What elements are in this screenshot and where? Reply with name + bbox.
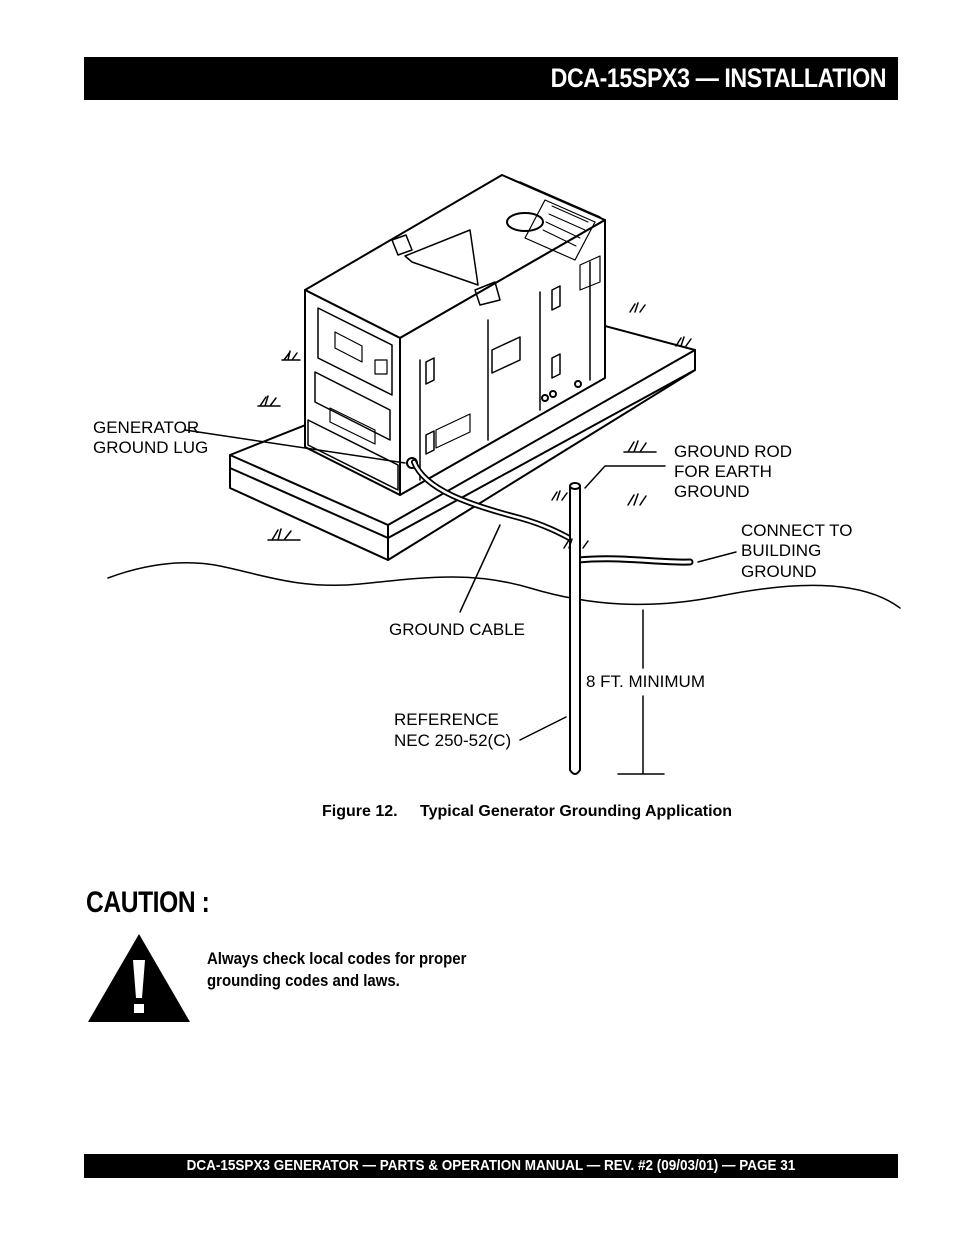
label-connect-1: CONNECT TO bbox=[741, 521, 852, 540]
caption-title: Typical Generator Grounding Application bbox=[420, 803, 733, 820]
label-ground-rod-2: FOR EARTH bbox=[674, 462, 772, 481]
label-reference-2: NEC 250-52(C) bbox=[394, 731, 511, 750]
label-ground-rod-1: GROUND ROD bbox=[674, 442, 792, 461]
caution-line-1: Always check local codes for proper bbox=[207, 949, 467, 968]
label-minimum: 8 FT. MINIMUM bbox=[586, 672, 705, 691]
label-connect-2: BUILDING bbox=[741, 541, 821, 560]
warning-triangle-icon bbox=[88, 934, 190, 1022]
generator-unit bbox=[304, 174, 606, 496]
label-ground-cable: GROUND CABLE bbox=[389, 620, 525, 639]
header-bar: DCA-15SPX3 — INSTALLATION bbox=[84, 57, 898, 100]
label-ground-lug-2: GROUND LUG bbox=[93, 438, 208, 457]
caption-number: Figure 12. bbox=[322, 803, 398, 820]
ground-rod bbox=[569, 485, 581, 775]
grass-tufts bbox=[257, 302, 692, 549]
dimension-line bbox=[617, 609, 665, 775]
label-connect-3: GROUND bbox=[741, 562, 817, 581]
label-ground-rod-3: GROUND bbox=[674, 482, 750, 501]
grounding-illustration: GENERATOR GROUND LUG GROUND ROD FOR EART… bbox=[93, 174, 901, 775]
figure-caption: Figure 12. Typical Generator Grounding A… bbox=[322, 803, 732, 821]
caution-heading: CAUTION : bbox=[86, 886, 210, 919]
footer-bar: DCA-15SPX3 GENERATOR — PARTS & OPERATION… bbox=[84, 1154, 898, 1178]
caution-line-2: grounding codes and laws. bbox=[207, 971, 400, 990]
label-ground-lug-1: GENERATOR bbox=[93, 418, 199, 437]
footer-text: DCA-15SPX3 GENERATOR — PARTS & OPERATION… bbox=[186, 1157, 796, 1174]
ground-line bbox=[107, 562, 901, 609]
page-title: DCA-15SPX3 — INSTALLATION bbox=[550, 63, 887, 93]
label-reference-1: REFERENCE bbox=[394, 710, 499, 729]
caution-text: Always check local codes for proper grou… bbox=[207, 948, 471, 992]
